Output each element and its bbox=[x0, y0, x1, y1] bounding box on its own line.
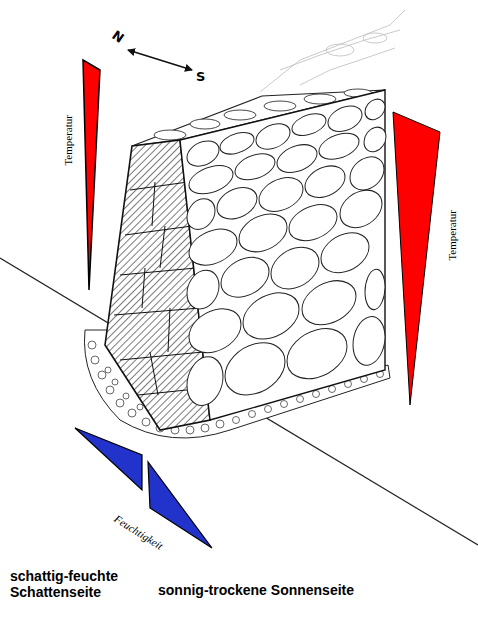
temperature-wedge bbox=[83, 60, 100, 290]
side-caption: sonnig-trockene Sonnenseite bbox=[158, 582, 354, 598]
axis-label: Temperatur bbox=[446, 210, 459, 261]
axis-label: Feuchtigkeit bbox=[111, 512, 164, 552]
moisture-wedge bbox=[148, 462, 212, 548]
wall-front-face bbox=[180, 90, 385, 420]
compass-letter: S bbox=[196, 70, 205, 85]
axis-label: Temperatur bbox=[62, 115, 75, 166]
compass-letter: N bbox=[109, 28, 126, 46]
compass-arrow bbox=[128, 50, 192, 70]
temperature-wedge bbox=[393, 112, 440, 405]
moisture-wedge bbox=[75, 428, 142, 490]
background-wall bbox=[260, 10, 405, 92]
wall-stones bbox=[187, 96, 386, 411]
side-caption: schattig-feuchte Schattenseite bbox=[10, 568, 145, 600]
